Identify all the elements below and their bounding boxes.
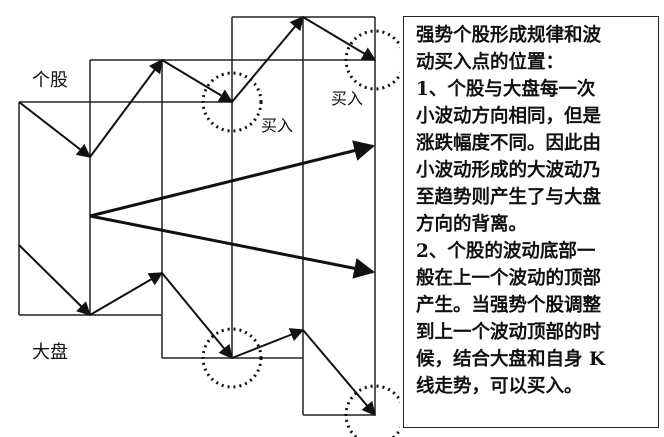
buy-point-circle xyxy=(201,71,263,133)
description-box: 强势个股形成规律和波 动买入点的位置： 1、个股与大盘每一次 小波动方向相同，但… xyxy=(403,16,659,428)
description-line: 方向的背离。 xyxy=(416,214,528,235)
stock-arrow xyxy=(18,101,92,158)
buy-point-circle xyxy=(344,29,400,91)
description-line: 至趋势则产生了与大盘 xyxy=(416,187,602,208)
market-wave-arrows xyxy=(18,244,376,417)
wave-diagram xyxy=(18,15,400,437)
market-arrow xyxy=(231,328,305,359)
buy-label: 买入 xyxy=(331,89,364,108)
description-line: 小波动方向相同，但是 xyxy=(416,106,602,127)
market-arrow xyxy=(302,329,376,417)
buy-label: 买入 xyxy=(261,116,294,135)
description-line: 产生。当强势个股调整 xyxy=(416,295,602,316)
market-label: 大盘 xyxy=(32,342,68,363)
description-line: 涨跌幅度不同。因此由 xyxy=(416,133,602,154)
buy-point-circle xyxy=(344,384,400,437)
stock-arrow xyxy=(89,58,163,158)
description-line: 2、个股的波动底部一 xyxy=(416,241,596,262)
market-arrow xyxy=(161,272,233,360)
description-line: 到上一个波动顶部的时 xyxy=(416,322,602,343)
description-line: 1、个股与大盘每一次 xyxy=(416,79,596,100)
stock-trend-arrow xyxy=(89,140,376,218)
stock-arrow xyxy=(161,59,234,103)
description-line: 动买入点的位置： xyxy=(416,52,565,73)
market-arrow xyxy=(18,244,91,316)
buy-point-circle xyxy=(201,327,263,389)
description-line: 强势个股形成规律和波 xyxy=(416,25,602,46)
stock-label: 个股 xyxy=(32,70,68,91)
description-line: 线走势，可以买入。 xyxy=(416,376,583,397)
description-line: 般在上一个波动的顶部 xyxy=(416,268,602,289)
market-arrow xyxy=(89,272,164,316)
market-trend-arrow xyxy=(89,214,376,279)
trend-divergence-arrows xyxy=(89,140,376,279)
description-line: 候，结合大盘和自身 K xyxy=(416,349,606,370)
grid-boxes xyxy=(18,16,376,416)
stock-arrow xyxy=(302,16,377,61)
stock-arrow xyxy=(231,15,304,103)
buy-point-circles xyxy=(201,29,400,437)
description-line: 小波动形成的大波动乃 xyxy=(416,160,602,181)
stock-wave-arrows xyxy=(18,15,377,158)
